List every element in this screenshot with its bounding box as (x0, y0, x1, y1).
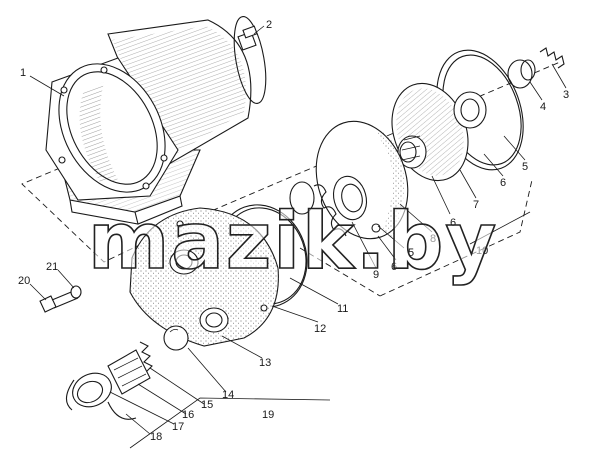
label-9: 9 (373, 269, 379, 281)
watermark-text: mazik.by (88, 197, 498, 287)
fitting-part-2 (237, 25, 258, 51)
valve-spring-part-14 (139, 341, 153, 373)
pump-cover-part-12 (129, 207, 279, 347)
label-14: 14 (222, 389, 234, 401)
label-8: 8 (430, 233, 436, 245)
label-3: 3 (563, 89, 569, 101)
bolt-part-20 (39, 289, 79, 313)
label-4: 4 (540, 101, 546, 113)
label-1: 1 (20, 67, 26, 79)
label-21: 21 (46, 261, 58, 273)
label-6-upper: 6 (500, 177, 506, 189)
label-17: 17 (172, 421, 184, 433)
spring-seal-part-9 (289, 175, 381, 237)
label-16: 16 (182, 409, 194, 421)
label-6-lower: 6 (391, 261, 397, 273)
label-11: 11 (337, 303, 348, 315)
label-10: 10 (476, 245, 488, 257)
bushing-part-4 (507, 59, 536, 89)
label-19: 19 (262, 409, 274, 421)
label-18: 18 (150, 431, 162, 443)
wire-part-18 (65, 379, 137, 420)
label-15: 15 (201, 399, 213, 411)
cap-part-17 (72, 372, 112, 408)
label-5-upper: 5 (522, 161, 528, 173)
group-brackets (129, 211, 531, 449)
washer-part-21 (70, 285, 82, 299)
impeller-disk-part-6 (391, 82, 487, 182)
label-7: 7 (473, 199, 479, 211)
leader-lines (29, 25, 567, 435)
label-2: 2 (266, 19, 272, 31)
housing-part-1 (45, 16, 267, 225)
label-13: 13 (259, 357, 271, 369)
spring-part-3 (539, 47, 565, 69)
ball-part-13 (163, 325, 189, 351)
valve-body-parts-15-16 (107, 349, 151, 395)
label-12: 12 (314, 323, 326, 335)
label-20: 20 (18, 275, 30, 287)
callout-labels: 1 2 3 4 5 6 7 6 8 10 5 6 9 11 12 13 14 1… (18, 19, 569, 443)
label-6-middle: 6 (450, 217, 456, 229)
label-5-lower: 5 (408, 247, 414, 259)
